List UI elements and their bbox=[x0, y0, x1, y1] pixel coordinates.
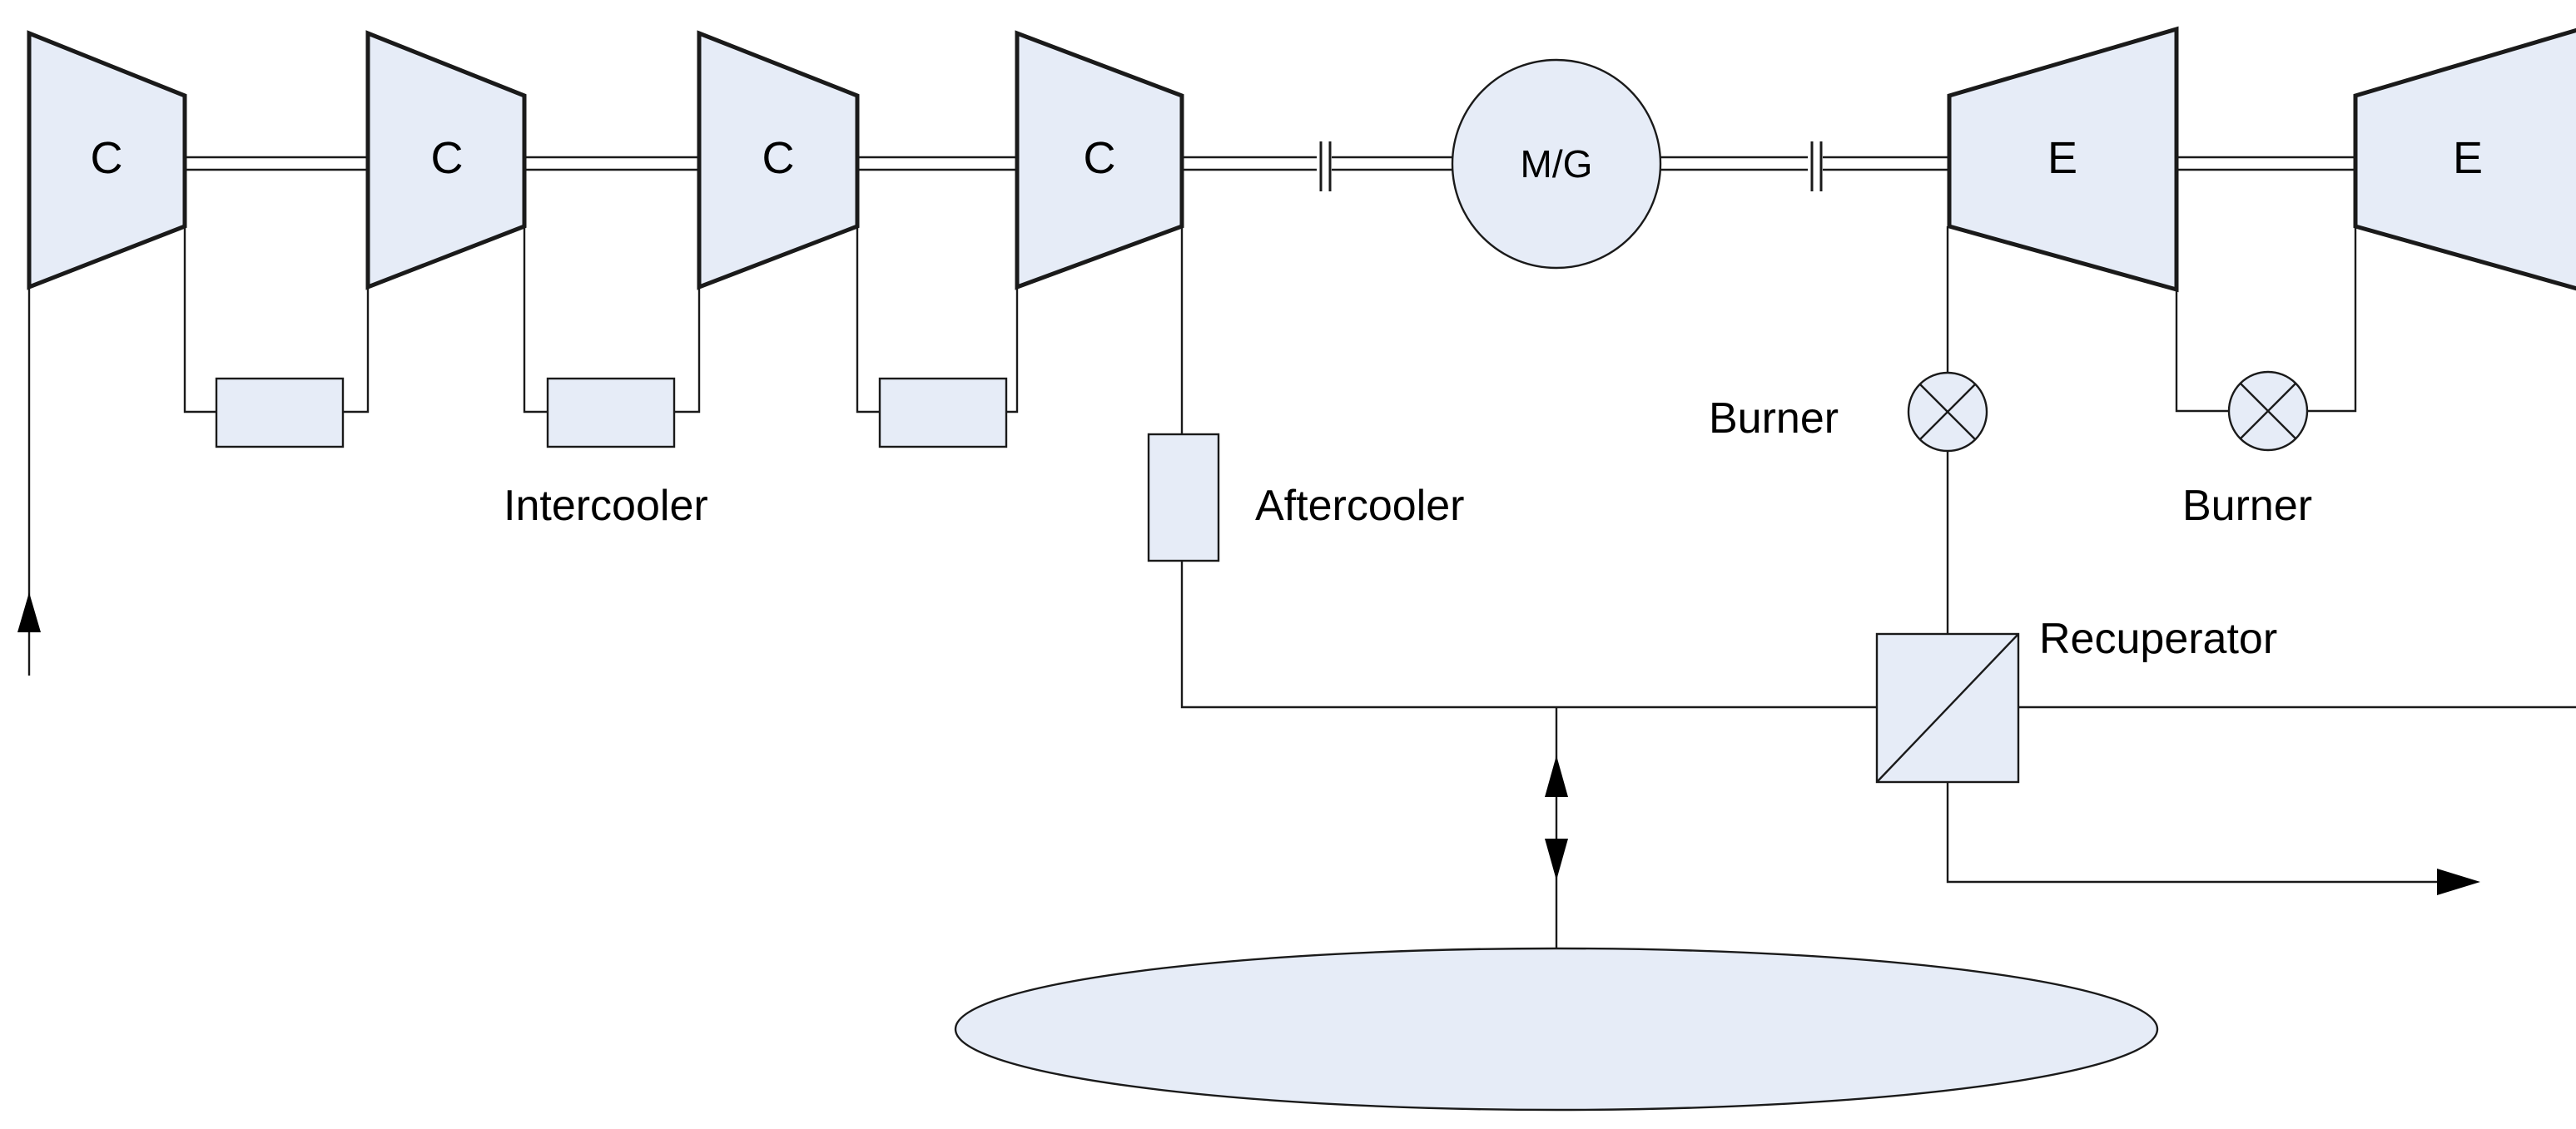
compressor-label: C bbox=[1084, 133, 1116, 183]
clutch-right bbox=[1810, 141, 1823, 191]
burner-2-icon bbox=[2227, 370, 2309, 452]
compressor-label: C bbox=[91, 133, 123, 183]
intercooler-1 bbox=[215, 377, 345, 448]
motor-generator-label: M/G bbox=[1521, 142, 1593, 186]
compressor-stage-4 bbox=[1015, 30, 1184, 290]
expander-stage-2 bbox=[2353, 27, 2576, 291]
intercooler-label: Intercooler bbox=[504, 482, 708, 530]
clutch-left bbox=[1319, 141, 1332, 191]
expander-stage-1 bbox=[1947, 26, 2179, 293]
compressor-label: C bbox=[431, 133, 464, 183]
motor-generator bbox=[1451, 58, 1662, 270]
compressor-label: C bbox=[762, 133, 795, 183]
aftercooler bbox=[1147, 433, 1220, 562]
bidirectional-arrow-icon bbox=[1545, 755, 1568, 880]
compressor-stage-1 bbox=[27, 30, 187, 290]
burner-1-icon bbox=[1907, 371, 1988, 453]
piping bbox=[27, 226, 2576, 948]
inlet-arrow-icon bbox=[17, 592, 41, 632]
intercooler-2 bbox=[546, 377, 676, 448]
recuperator-label: Recuperator bbox=[2039, 615, 2277, 663]
expander-label: E bbox=[2047, 133, 2077, 183]
compressor-stage-2 bbox=[365, 30, 527, 290]
compressor-stage-3 bbox=[697, 30, 860, 290]
burner-label: Burner bbox=[2182, 482, 2312, 530]
burner-label: Burner bbox=[1709, 394, 1839, 443]
expander-label: E bbox=[2453, 133, 2483, 183]
air-storage-cavern bbox=[954, 947, 2159, 1112]
exhaust-arrow-icon bbox=[2437, 869, 2480, 895]
aftercooler-label: Aftercooler bbox=[1255, 482, 1464, 530]
recuperator bbox=[1875, 632, 2020, 784]
shaft-line bbox=[185, 156, 2355, 171]
intercooler-3 bbox=[878, 377, 1008, 448]
